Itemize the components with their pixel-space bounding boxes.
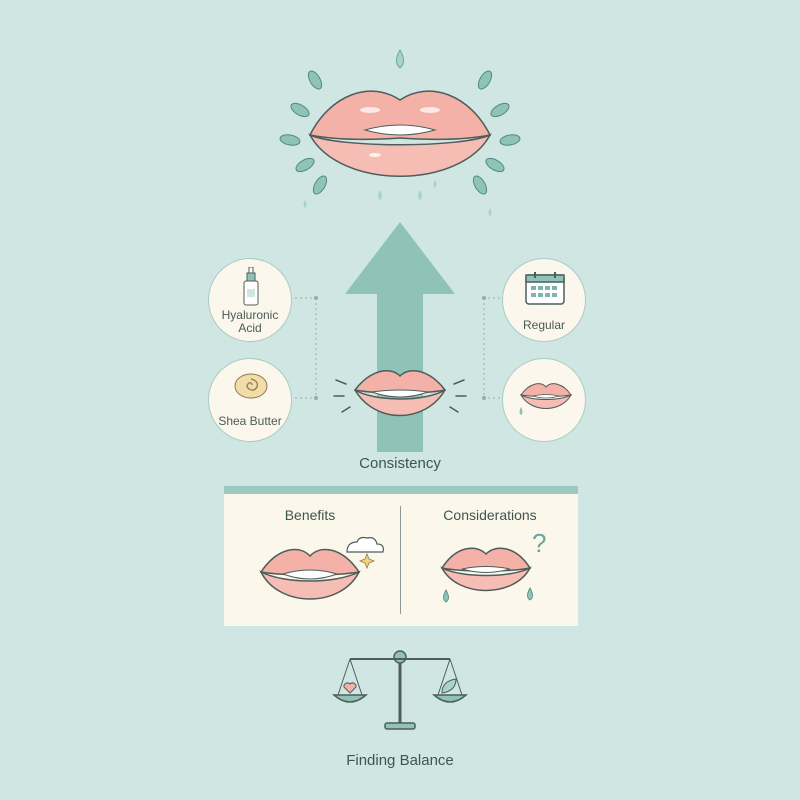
calendar-icon — [525, 272, 565, 305]
finding-balance-label: Finding Balance — [346, 752, 454, 769]
considerations-title: Considerations — [443, 507, 537, 523]
comparison-panel-header-bar — [224, 486, 578, 494]
shea-butter-swirl-icon — [234, 373, 268, 399]
connector-lines — [295, 296, 505, 400]
benefits-lips-illustration — [259, 536, 384, 600]
shea-butter-label: Shea Butter — [218, 414, 282, 428]
benefits-title: Benefits — [284, 507, 336, 523]
regular-routine-badge: Regular — [502, 258, 586, 342]
panel-divider — [400, 506, 401, 614]
consistency-label: Consistency — [359, 455, 441, 472]
regular-label: Regular — [522, 318, 566, 332]
hyaluronic-acid-label: Hyaluronic Acid — [221, 308, 279, 335]
shea-butter-badge: Shea Butter — [208, 358, 292, 442]
lips-with-droplet-icon — [519, 383, 573, 415]
hyaluronic-acid-badge: Hyaluronic Acid — [208, 258, 292, 342]
balance-scale-icon — [332, 650, 468, 730]
healthy-lips-illustration — [279, 49, 521, 216]
smiling-lips-illustration — [333, 370, 467, 417]
dry-lips-badge — [502, 358, 586, 442]
upward-arrow — [345, 222, 455, 452]
svg-text:?: ? — [532, 528, 546, 558]
serum-bottle-icon — [243, 267, 259, 306]
considerations-lips-illustration: ? — [440, 528, 546, 603]
